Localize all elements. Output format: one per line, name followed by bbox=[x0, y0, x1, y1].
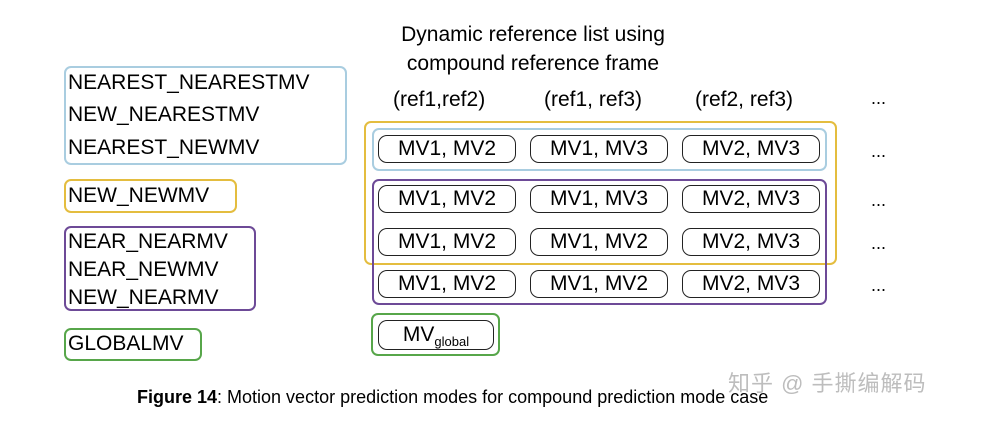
col-header-ref2-ref3: (ref2, ref3) bbox=[695, 88, 794, 111]
global-candidate-box bbox=[371, 313, 500, 356]
mv-pill: MV1, MV2 bbox=[378, 228, 516, 256]
figure-caption: Figure 14: Motion vector prediction mode… bbox=[137, 387, 768, 408]
row-ellipsis: ... bbox=[871, 190, 887, 210]
mv-pill: MV1, MV2 bbox=[530, 228, 668, 256]
figure-caption-label: Figure 14 bbox=[137, 387, 218, 407]
nearest-mode-group-box bbox=[64, 66, 347, 165]
watermark: 知乎 @ 手撕编解码 bbox=[728, 371, 927, 396]
col-header-ellipsis: ... bbox=[871, 88, 887, 108]
near-candidates-box bbox=[372, 179, 827, 305]
mode-near-nearmv: NEAR_NEARMV bbox=[68, 230, 228, 253]
mv-global-pill: MVglobal bbox=[378, 320, 494, 350]
mode-globalmv: GLOBALMV bbox=[68, 332, 184, 355]
new-new-mode-group-box bbox=[64, 179, 237, 213]
nearest-candidates-box bbox=[372, 128, 827, 171]
diagram-title-line1: Dynamic reference list using bbox=[401, 23, 665, 46]
mode-new-nearestmv: NEW_NEARESTMV bbox=[68, 103, 260, 126]
mode-nearest-newmv: NEAREST_NEWMV bbox=[68, 136, 260, 159]
mv-global-base: MV bbox=[402, 323, 435, 346]
mode-near-newmv: NEAR_NEWMV bbox=[68, 258, 219, 281]
row-ellipsis: ... bbox=[871, 141, 887, 161]
near-mode-group-box bbox=[64, 226, 256, 311]
diagram-title-line2: compound reference frame bbox=[406, 52, 660, 75]
mv-pill: MV2, MV3 bbox=[682, 270, 820, 298]
mv-pill: MV1, MV3 bbox=[530, 135, 668, 163]
mv-pill: MV1, MV3 bbox=[530, 185, 668, 213]
row-ellipsis: ... bbox=[871, 275, 887, 295]
figure-caption-text: : Motion vector prediction modes for com… bbox=[217, 387, 769, 407]
global-mode-group-box bbox=[64, 328, 202, 361]
new-new-candidates-box bbox=[364, 121, 837, 265]
mode-new-nearmv: NEW_NEARMV bbox=[68, 286, 219, 309]
row-ellipsis: ... bbox=[871, 233, 887, 253]
mv-pill: MV1, MV2 bbox=[530, 270, 668, 298]
mv-pill: MV2, MV3 bbox=[682, 228, 820, 256]
mode-new-newmv: NEW_NEWMV bbox=[68, 184, 210, 207]
mv-pill: MV1, MV2 bbox=[378, 270, 516, 298]
mv-pill: MV2, MV3 bbox=[682, 185, 820, 213]
mv-global-subscript: global bbox=[434, 334, 470, 350]
mode-nearest-nearestmv: NEAREST_NEARESTMV bbox=[68, 71, 310, 94]
mv-pill: MV1, MV2 bbox=[378, 185, 516, 213]
mv-pill: MV1, MV2 bbox=[378, 135, 516, 163]
mv-pill: MV2, MV3 bbox=[682, 135, 820, 163]
col-header-ref1-ref2: (ref1,ref2) bbox=[393, 88, 486, 111]
col-header-ref1-ref3: (ref1, ref3) bbox=[544, 88, 643, 111]
